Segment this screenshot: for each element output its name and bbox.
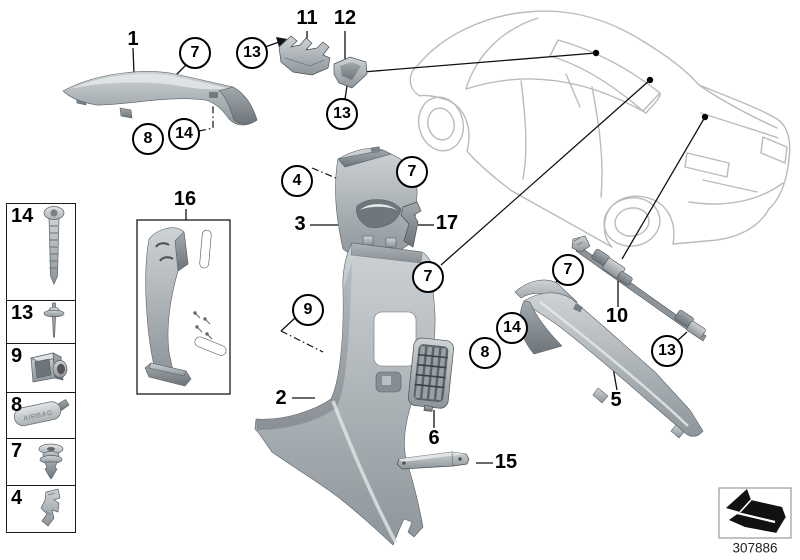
legend-item-8[interactable]: 8 AIRBAG [6,393,76,439]
car-silhouette [409,10,791,248]
diagram-number: 307886 [732,540,778,556]
label-part-12[interactable]: 12 [333,7,357,29]
label-part-3[interactable]: 3 [294,213,306,235]
legend-item-13[interactable]: 13 [6,301,76,344]
callout-13-part12[interactable]: 13 [326,98,358,130]
part-11-bracket[interactable] [278,35,331,76]
callout-14-part5[interactable]: 14 [496,312,528,344]
fastener-legend: 14 13 9 [6,203,76,533]
callout-9-part2[interactable]: 9 [292,294,324,326]
cage-bracket-icon [29,352,68,383]
legend-item-14[interactable]: 14 [6,203,76,301]
part-15-strip[interactable] [396,451,470,470]
callout-14-part1[interactable]: 14 [168,118,200,150]
label-part-16[interactable]: 16 [173,188,197,210]
callout-4-part3[interactable]: 4 [281,165,313,197]
callout-7-part1[interactable]: 7 [179,37,211,69]
part-1-a-pillar-trim[interactable] [62,71,258,126]
legend-item-7[interactable]: 7 [6,439,76,486]
label-part-5[interactable]: 5 [610,389,622,411]
torx-screw-icon [43,206,65,285]
legend-label: 8 [11,394,23,416]
legend-label: 9 [11,345,23,367]
label-part-11[interactable]: 11 [296,7,318,29]
label-part-15[interactable]: 15 [494,451,518,473]
legend-label: 4 [11,487,23,509]
label-part-10[interactable]: 10 [605,305,629,327]
legend-label: 7 [11,440,23,462]
arrow-head [276,37,287,47]
part-12-bracket[interactable] [333,56,368,89]
label-part-2[interactable]: 2 [275,387,287,409]
push-pin-clip-icon [38,443,64,480]
callout-8-part5[interactable]: 8 [469,337,501,369]
expansion-rivet-icon [43,302,65,338]
part-16-kit-box[interactable] [136,219,231,395]
part-6-air-vent[interactable] [407,337,454,413]
airbag-emblem-icon: AIRBAG [13,399,70,427]
spring-clip-icon [40,488,61,527]
callout-7-part2[interactable]: 7 [412,261,444,293]
part-17-bracket[interactable] [400,201,422,248]
legend-item-4[interactable]: 4 [6,486,76,533]
label-part-17[interactable]: 17 [435,212,459,234]
part-10-rail[interactable] [571,235,707,342]
label-part-6[interactable]: 6 [428,427,440,449]
callout-7-part3[interactable]: 7 [396,156,428,188]
label-part-1[interactable]: 1 [127,28,139,50]
part-5-c-pillar-trim[interactable] [514,279,704,439]
callout-7-part5[interactable]: 7 [552,254,584,286]
page-turn-arrow-icon [718,487,792,539]
callout-13-part11[interactable]: 13 [236,37,268,69]
legend-label: 14 [11,205,34,227]
callout-13-part10[interactable]: 13 [651,335,683,367]
legend-label: 13 [11,302,34,324]
legend-item-9[interactable]: 9 [6,344,76,393]
part-2-b-pillar-lower-trim[interactable] [254,235,436,546]
callout-8-part1[interactable]: 8 [132,123,164,155]
